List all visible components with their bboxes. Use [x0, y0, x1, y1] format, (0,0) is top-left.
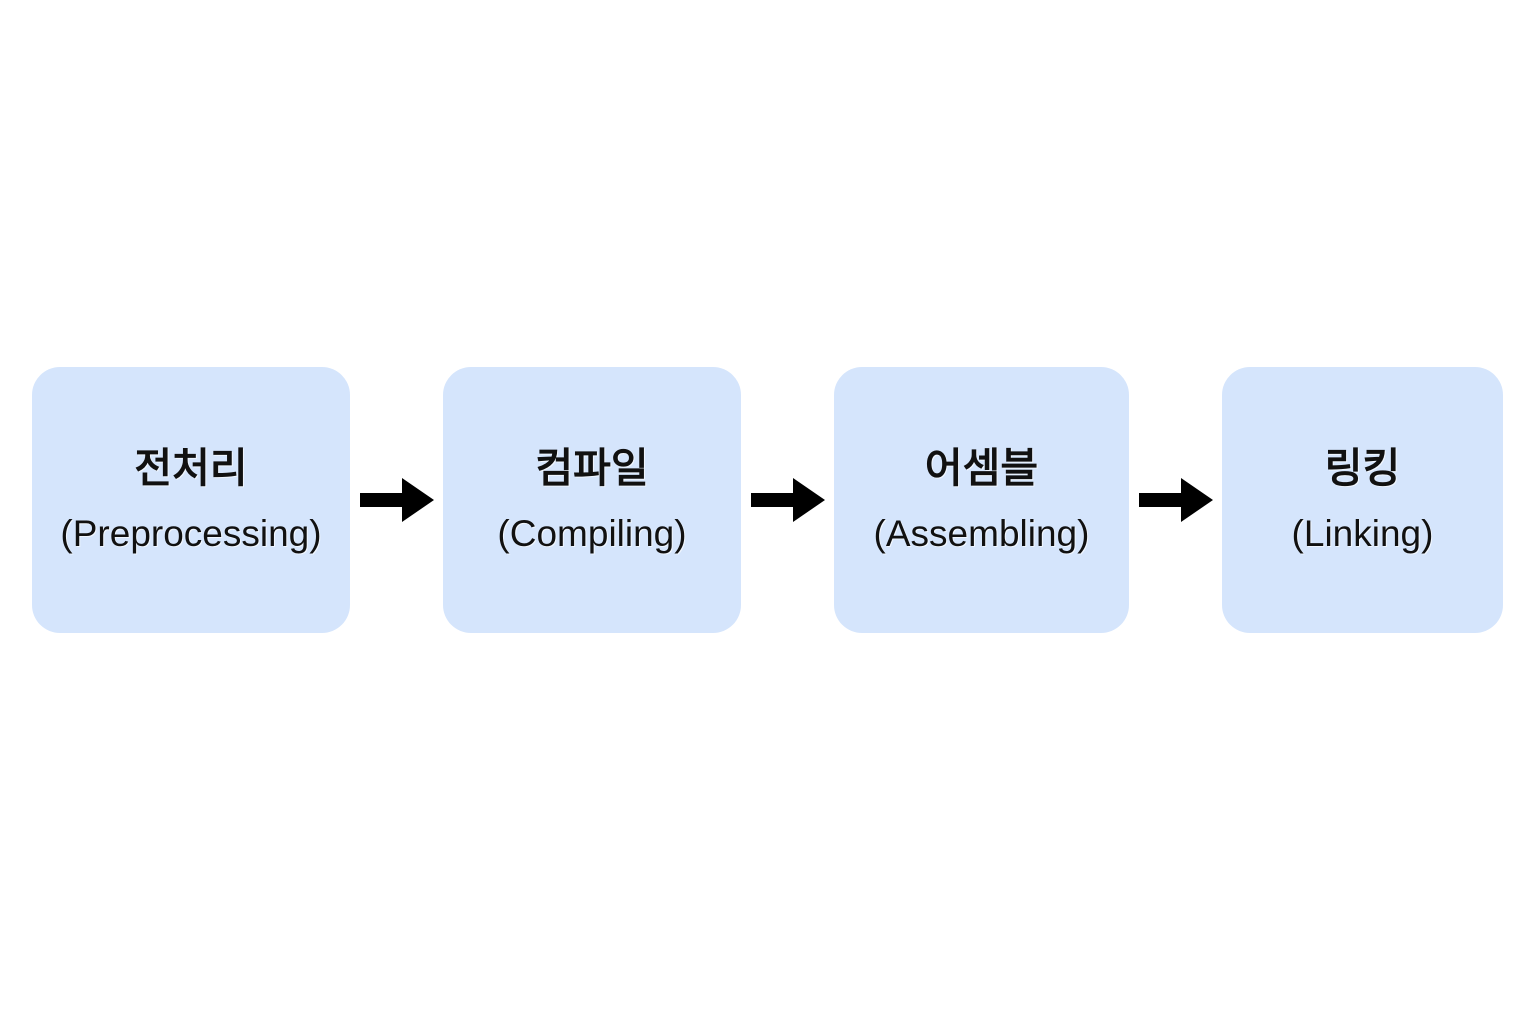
stage-subtitle-assembling: (Assembling) [873, 513, 1090, 554]
stage-title-preprocessing: 전처리 [134, 445, 248, 491]
arrow-right-icon-3 [1138, 477, 1213, 523]
arrow-right-icon-2 [750, 477, 825, 523]
stage-subtitle-preprocessing: (Preprocessing) [60, 513, 322, 554]
pipeline-stage-row: 전처리 (Preprocessing) 컴파일 (Compiling) 어셈블 … [32, 367, 1503, 633]
stage-subtitle-compiling: (Compiling) [497, 513, 687, 554]
stage-box-preprocessing[interactable]: 전처리 (Preprocessing) [32, 367, 350, 633]
stage-title-compiling: 컴파일 [535, 445, 649, 491]
stage-box-linking[interactable]: 링킹 (Linking) [1222, 367, 1503, 633]
stage-box-assembling[interactable]: 어셈블 (Assembling) [834, 367, 1129, 633]
stage-subtitle-linking: (Linking) [1291, 513, 1434, 554]
stage-title-linking: 링킹 [1324, 445, 1401, 491]
arrow-right-icon-1 [359, 477, 434, 523]
stage-box-compiling[interactable]: 컴파일 (Compiling) [443, 367, 741, 633]
stage-title-assembling: 어셈블 [924, 445, 1039, 491]
